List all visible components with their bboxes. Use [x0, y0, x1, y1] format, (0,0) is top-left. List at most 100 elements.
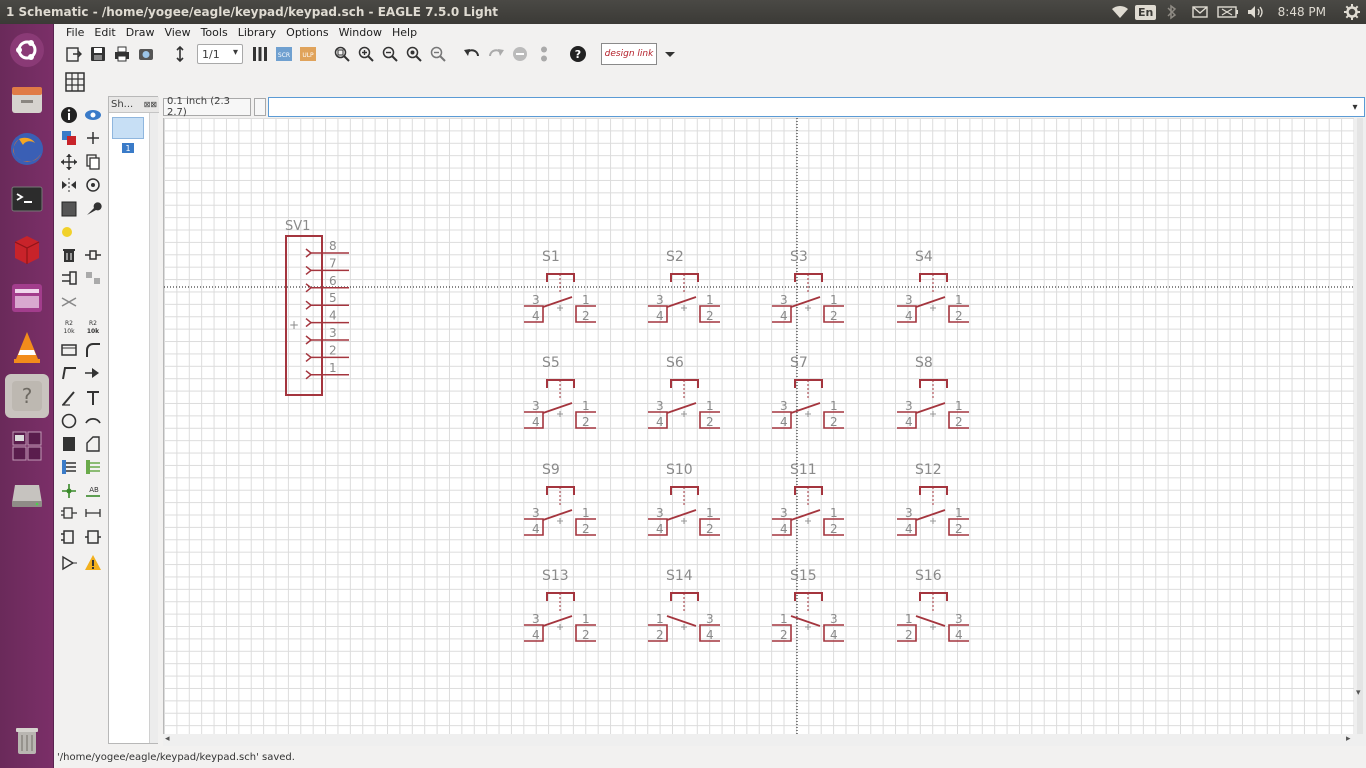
software-center-icon[interactable] [5, 226, 49, 270]
sheet-frame-icon[interactable] [83, 527, 103, 547]
menu-tools[interactable]: Tools [200, 25, 228, 39]
zoom-select-icon[interactable] [427, 43, 449, 65]
save-icon[interactable] [87, 43, 109, 65]
menu-draw[interactable]: Draw [125, 25, 155, 39]
show-icon[interactable] [83, 105, 103, 125]
zoom-out-icon[interactable] [379, 43, 401, 65]
vertical-scrollbar[interactable]: ▾ [1354, 118, 1366, 734]
menu-help[interactable]: Help [391, 25, 418, 39]
attribute-icon[interactable] [59, 503, 79, 523]
mail-icon[interactable] [1186, 0, 1214, 24]
ulp-icon[interactable]: ULP [297, 43, 319, 65]
move-icon[interactable] [59, 152, 79, 172]
copy-icon[interactable] [83, 152, 103, 172]
close-icon[interactable]: ⊠⊠ [143, 100, 157, 109]
keyboard-layout-indicator[interactable]: En [1134, 0, 1158, 24]
menu-view[interactable]: View [164, 25, 191, 39]
drive-icon[interactable] [5, 473, 49, 517]
switch-sheet-icon[interactable] [169, 43, 191, 65]
firefox-icon[interactable] [5, 127, 49, 171]
terminal-icon[interactable] [5, 177, 49, 221]
help-icon[interactable]: ? [567, 43, 589, 65]
replace-icon[interactable] [83, 268, 103, 288]
files-icon[interactable] [5, 78, 49, 122]
menu-edit[interactable]: Edit [94, 25, 116, 39]
print-icon[interactable] [111, 43, 133, 65]
bluetooth-icon[interactable] [1158, 0, 1186, 24]
invoke-icon[interactable] [83, 363, 103, 383]
miter-icon[interactable] [83, 340, 103, 360]
horizontal-scrollbar[interactable]: ◂ ▸ [163, 734, 1366, 746]
paste-icon[interactable] [59, 222, 79, 242]
vertical-scrollbar-thumb[interactable] [1357, 118, 1363, 734]
trash-icon[interactable] [5, 718, 49, 762]
frame-icon[interactable] [59, 527, 79, 547]
grid-icon[interactable] [65, 72, 85, 92]
eagle-app-icon[interactable] [5, 276, 49, 320]
wifi-icon[interactable] [1106, 0, 1134, 24]
menu-file[interactable]: File [66, 25, 85, 39]
rotate-icon[interactable] [83, 175, 103, 195]
net-icon[interactable] [83, 457, 103, 477]
ubuntu-dash-icon[interactable] [5, 28, 49, 72]
zoom-redraw-icon[interactable] [403, 43, 425, 65]
mirror-icon[interactable] [59, 175, 79, 195]
script-scr-icon[interactable]: SCR [273, 43, 295, 65]
sheets-tab[interactable]: Sh... ⊠⊠ [109, 97, 159, 113]
clock[interactable]: 8:48 PM [1277, 5, 1326, 19]
menu-window[interactable]: Window [338, 25, 382, 39]
text-icon[interactable] [83, 388, 103, 408]
dimension-icon[interactable] [83, 503, 103, 523]
circle-icon[interactable] [59, 411, 79, 431]
add-icon[interactable] [83, 245, 103, 265]
battery-icon[interactable] [1214, 0, 1242, 24]
info-icon[interactable] [59, 105, 79, 125]
group-icon[interactable] [59, 199, 79, 219]
volume-icon[interactable] [1242, 0, 1270, 24]
redo-icon[interactable] [485, 43, 507, 65]
power-gear-icon[interactable] [1338, 0, 1366, 24]
rect-icon[interactable] [59, 434, 79, 454]
workspace-switcher-icon[interactable] [5, 424, 49, 468]
undo-icon[interactable] [461, 43, 483, 65]
board-switch-icon[interactable] [249, 43, 271, 65]
menu-library[interactable]: Library [237, 25, 277, 39]
change-wrench-icon[interactable] [83, 199, 103, 219]
split-icon[interactable] [59, 363, 79, 383]
arc-icon[interactable] [83, 411, 103, 431]
vlc-icon[interactable] [5, 325, 49, 369]
gateswap-icon[interactable] [59, 292, 79, 312]
erc-icon[interactable] [59, 553, 79, 573]
zoom-in-icon[interactable] [355, 43, 377, 65]
help-icon[interactable]: ? [5, 374, 49, 418]
sheet-thumbnail[interactable] [112, 117, 144, 139]
open-icon[interactable] [63, 43, 85, 65]
design-link-button[interactable]: design link [601, 43, 657, 65]
delete-icon[interactable] [59, 245, 79, 265]
zoom-fit-icon[interactable] [331, 43, 353, 65]
pinswap-icon[interactable] [59, 268, 79, 288]
sheet-select[interactable]: 1/1 [197, 44, 243, 64]
sheets-scrollbar[interactable] [149, 113, 158, 743]
scroll-down-icon[interactable]: ▾ [1356, 688, 1361, 698]
chevron-down-icon[interactable] [659, 43, 681, 65]
mark-icon[interactable] [83, 128, 103, 148]
